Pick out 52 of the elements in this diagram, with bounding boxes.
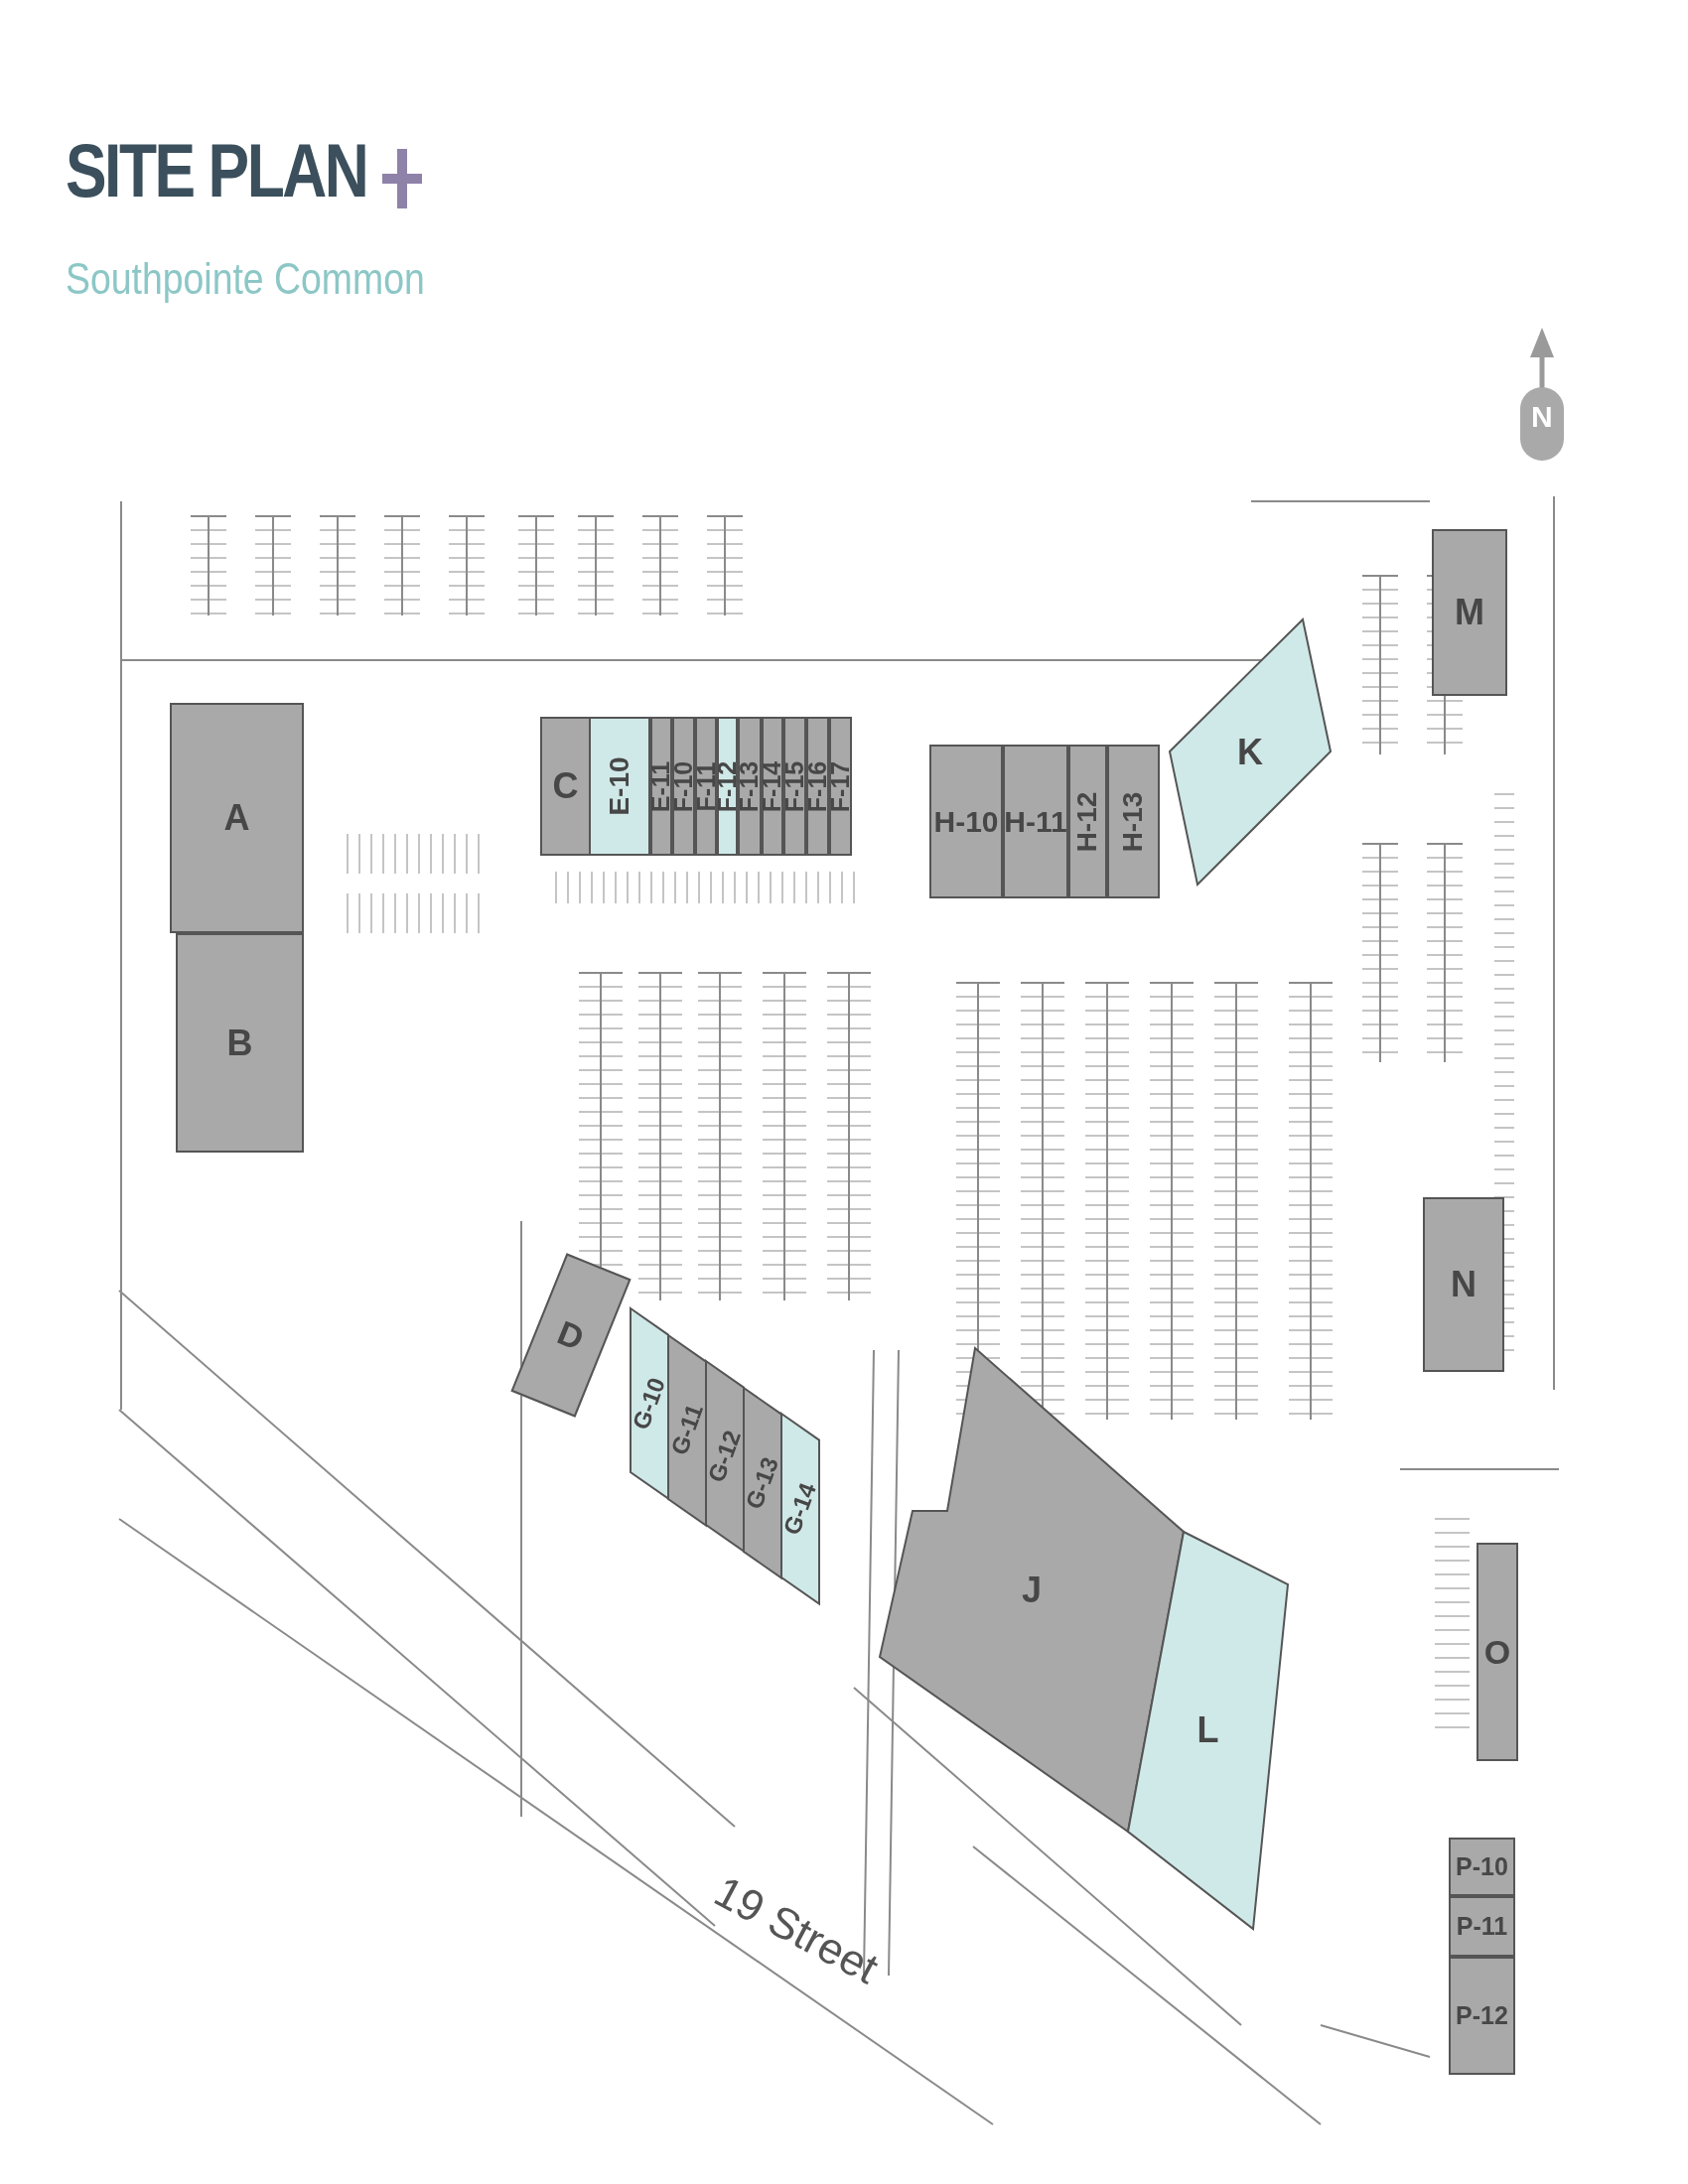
building-unit	[589, 717, 650, 856]
unit-label: L	[1196, 1709, 1219, 1751]
building-unit	[929, 745, 1003, 898]
building-unit	[176, 933, 304, 1153]
building-unit	[829, 717, 852, 856]
building-unit	[1107, 745, 1160, 898]
building-unit	[744, 1387, 781, 1578]
unit-label: M	[1455, 592, 1484, 633]
building-unit	[1449, 1957, 1515, 2075]
subtitle: Southpointe Common	[66, 254, 425, 304]
unit-label: H-13	[1117, 791, 1150, 852]
building-unit	[781, 1414, 819, 1604]
unit-label: H-12	[1071, 791, 1104, 852]
building-unit	[631, 1308, 668, 1499]
unit-label: D	[552, 1312, 590, 1358]
unit-label: O	[1483, 1632, 1511, 1672]
building-unit	[672, 717, 695, 856]
building-unit	[783, 717, 806, 856]
building-unit	[762, 717, 783, 856]
building-unit	[1449, 1838, 1515, 1896]
building-unit	[738, 717, 762, 856]
building-unit	[1477, 1543, 1518, 1761]
building-unit	[695, 717, 717, 856]
building-unit	[1003, 745, 1068, 898]
title: SITE PLAN	[66, 127, 367, 213]
unit-label: P-12	[1456, 2001, 1508, 2030]
building-unit	[880, 1348, 1184, 1832]
building-unit	[806, 717, 829, 856]
unit-label: H-10	[933, 804, 999, 839]
building-unit	[1170, 619, 1331, 885]
building-unit	[170, 703, 304, 933]
building-unit	[706, 1361, 744, 1552]
building-unit	[1068, 745, 1107, 898]
building-unit	[1128, 1532, 1288, 1929]
compass-letter: N	[1531, 400, 1553, 434]
unit-label: E-10	[604, 756, 635, 816]
unit-label: B	[226, 1022, 253, 1064]
unit-label: A	[223, 797, 250, 839]
building-unit	[1432, 529, 1507, 696]
unit-label: C	[552, 765, 579, 807]
building-unit	[1423, 1197, 1504, 1372]
unit-label: N	[1451, 1264, 1477, 1305]
unit-label: J	[1022, 1569, 1042, 1611]
unit-label: K	[1237, 731, 1263, 773]
building-unit	[650, 717, 672, 856]
unit-label: P-10	[1456, 1852, 1508, 1881]
unit-label: H-11	[1004, 804, 1067, 839]
unit-label: P-11	[1456, 1912, 1508, 1941]
building-unit	[717, 717, 738, 856]
building-unit	[668, 1334, 706, 1526]
building-unit	[540, 717, 591, 856]
building-unit	[1449, 1896, 1515, 1957]
